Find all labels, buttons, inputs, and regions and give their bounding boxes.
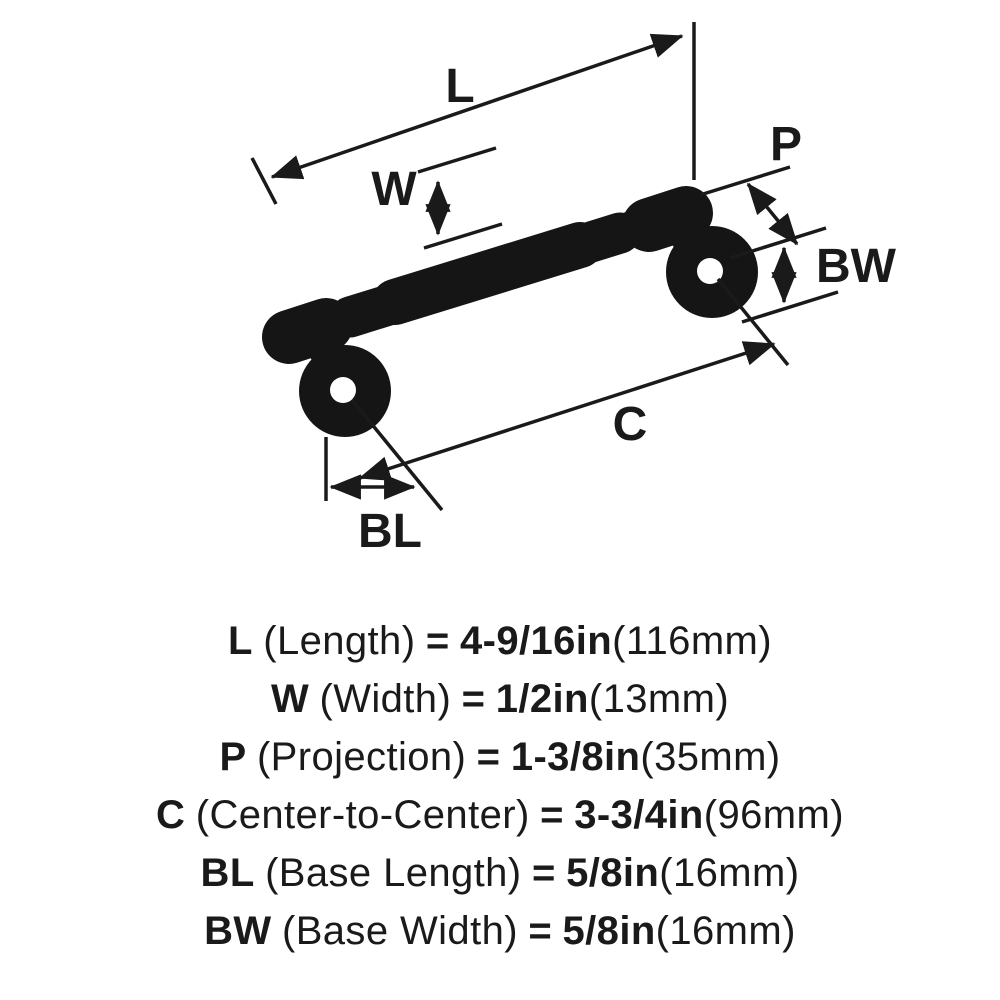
left-screw-hole [330, 377, 356, 403]
dim-C-extension-right [716, 277, 790, 367]
spec-name: (Projection) [256, 735, 467, 779]
pull-handle-illustration [262, 186, 758, 437]
spec-row-length: L(Length)=4-9/16in(116mm) [228, 612, 772, 670]
spec-value: 3-3/4in [574, 793, 704, 837]
spec-metric: (35mm) [640, 735, 781, 779]
dimension-diagram: L W P BW C BL [250, 22, 897, 558]
dim-C-line [358, 341, 776, 481]
spec-equals: = [425, 619, 450, 663]
spec-value: 1-3/8in [510, 735, 641, 779]
spec-name: (Base Width) [281, 909, 518, 953]
spec-value: 4-9/16in [459, 619, 613, 663]
spec-row-base-width: BW(Base Width)=5/8in(16mm) [204, 902, 796, 960]
dimension-lines [250, 22, 839, 512]
spec-metric: (16mm) [655, 909, 796, 953]
dimension-labels: L W P BW C BL [358, 60, 897, 558]
label-C: C [613, 398, 648, 451]
label-P: P [770, 118, 802, 171]
spec-abbr: W [270, 677, 310, 721]
spec-abbr: BL [200, 851, 255, 895]
spec-equals: = [540, 793, 564, 837]
spec-row-width: W(Width)=1/2in(13mm) [271, 670, 729, 728]
label-L: L [445, 60, 474, 113]
spec-equals: = [476, 735, 501, 779]
spec-metric: (116mm) [612, 619, 772, 663]
dim-W-tick-top [417, 146, 497, 174]
label-BW: BW [816, 240, 897, 293]
cabinet-pull-diagram-svg: L W P BW C BL [250, 22, 897, 558]
spec-metric: (13mm) [588, 677, 730, 721]
dim-P-line [746, 182, 799, 246]
spec-list: L(Length)=4-9/16in(116mm) W(Width)=1/2in… [0, 612, 1000, 960]
spec-row-base-length: BL(Base Length)=5/8in(16mm) [201, 844, 800, 902]
spec-value: 5/8in [562, 909, 656, 953]
spec-metric: (96mm) [703, 793, 844, 837]
dim-W-tick-bottom [423, 222, 503, 250]
label-W: W [371, 163, 417, 216]
right-screw-hole [697, 258, 723, 284]
dim-L-line [270, 33, 684, 180]
spec-abbr: BW [204, 909, 272, 953]
spec-name: (Length) [263, 619, 416, 663]
spec-abbr: L [228, 619, 253, 663]
dim-BW-tick-bottom [741, 290, 839, 324]
label-BL: BL [358, 505, 422, 558]
spec-value: 5/8in [566, 851, 660, 895]
spec-name: (Center-to-Center) [195, 793, 530, 837]
spec-equals: = [531, 851, 556, 895]
spec-abbr: P [219, 735, 247, 779]
spec-name: (Width) [319, 677, 452, 721]
spec-row-projection: P(Projection)=1-3/8in(35mm) [219, 728, 780, 786]
spec-value: 1/2in [495, 677, 589, 721]
handle-bar-bulge [372, 222, 603, 325]
dim-P-tick-top [699, 165, 791, 197]
spec-equals: = [461, 677, 486, 721]
dim-L-extension-left [250, 157, 278, 205]
spec-row-center-to-center: C(Center-to-Center)=3-3/4in(96mm) [156, 786, 844, 844]
spec-equals: = [528, 909, 553, 953]
dim-BW-tick-top [729, 226, 827, 260]
spec-abbr: C [156, 793, 186, 837]
spec-metric: (16mm) [659, 851, 800, 895]
spec-name: (Base Length) [265, 851, 522, 895]
